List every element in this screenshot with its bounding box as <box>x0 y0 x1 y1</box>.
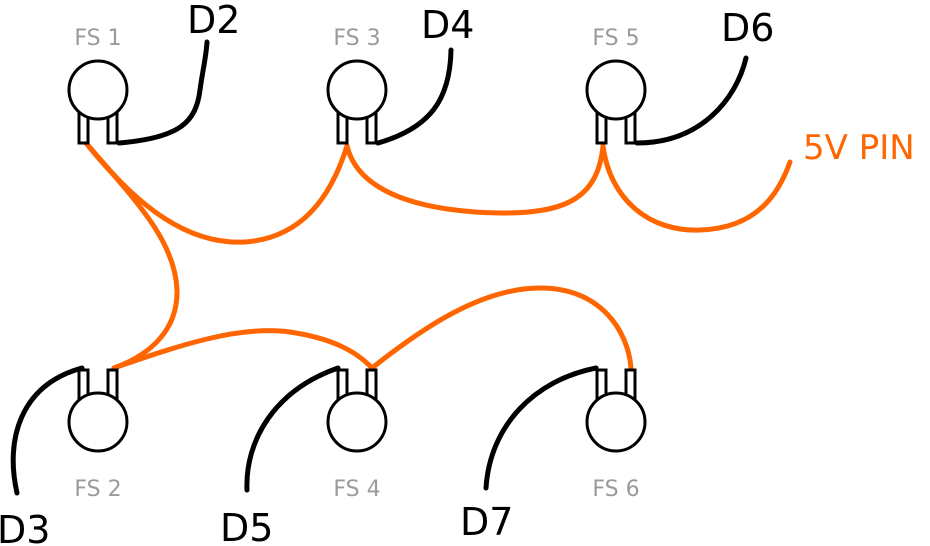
footswitch-fs6: FS 6 <box>585 368 647 502</box>
power-wire-fs3-fs5 <box>344 143 606 216</box>
fs6-label: FS 6 <box>592 477 639 502</box>
fs5-label: FS 5 <box>592 26 639 51</box>
signal-wire-fs1 <box>116 39 210 146</box>
pin-label-d2: D2 <box>187 0 240 42</box>
power-wire-fs1-fs3 <box>83 140 350 245</box>
footswitch-fs4: FS 4 <box>326 368 388 502</box>
fs3-label: FS 3 <box>333 26 380 51</box>
footswitch-fs5: FS 5 <box>585 26 647 145</box>
power-wire-fs2-fs4 <box>111 328 375 371</box>
fs6-body <box>585 391 647 453</box>
footswitch-fs3: FS 3 <box>326 26 388 145</box>
power-pin-label: 5V PIN <box>803 128 915 168</box>
power-wires <box>83 140 793 371</box>
fs1-label: FS 1 <box>74 26 121 51</box>
fs2-body <box>67 391 129 453</box>
fs3-body <box>326 59 388 121</box>
pin-label-d7: D7 <box>460 500 513 544</box>
fs4-label: FS 4 <box>333 477 380 502</box>
signal-wire-fs2 <box>10 365 85 496</box>
pin-label-d6: D6 <box>721 6 774 50</box>
pin-label-d4: D4 <box>421 3 474 47</box>
pin-label-d5: D5 <box>220 506 273 546</box>
fs1-body <box>67 59 129 121</box>
fs5-body <box>585 59 647 121</box>
power-wire-fs1-fs2 <box>83 140 180 371</box>
signal-wire-fs6 <box>483 365 599 491</box>
signal-wire-fs5 <box>634 55 749 146</box>
signal-wires <box>10 39 749 496</box>
power-wire-fs4-fs6 <box>369 285 634 371</box>
fs4-body <box>326 391 388 453</box>
footswitch-fs1: FS 1 <box>67 26 129 145</box>
signal-wire-fs4 <box>244 365 341 493</box>
signal-wire-fs3 <box>375 47 454 146</box>
pin-label-d3: D3 <box>0 508 50 546</box>
fs2-label: FS 2 <box>74 477 121 502</box>
footswitch-fs2: FS 2 <box>67 368 129 502</box>
power-wire-fs5-5v <box>600 143 793 233</box>
